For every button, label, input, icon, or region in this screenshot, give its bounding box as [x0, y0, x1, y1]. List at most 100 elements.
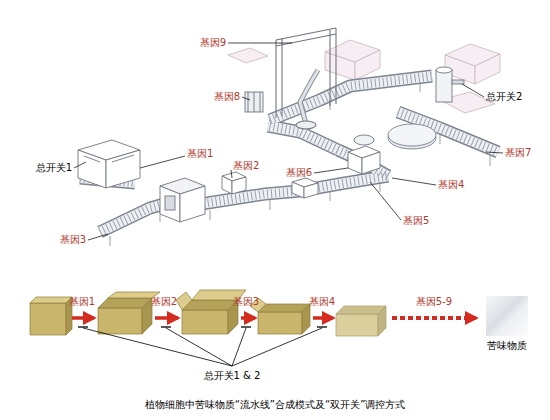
- gene-label: 基因4: [438, 179, 464, 191]
- leader-line: [370, 182, 401, 220]
- machine: [106, 150, 140, 188]
- cardboard-box: [182, 310, 228, 334]
- gene-label: 基因5-9: [416, 296, 452, 308]
- conveyor-belt: [268, 126, 338, 150]
- machine: [245, 92, 263, 112]
- conveyor-belt: [110, 236, 111, 246]
- conveyor-belt: [268, 126, 338, 150]
- leader-line: [486, 152, 503, 153]
- cardboard-box: [176, 292, 192, 310]
- robot-gantry: [329, 30, 330, 106]
- reaction-arrow: [241, 316, 255, 320]
- gene-label: 基因3: [233, 296, 259, 308]
- machine: [436, 67, 452, 73]
- inhibition-line: [232, 328, 322, 366]
- conveyor-belt: [268, 126, 338, 150]
- machine: [232, 177, 246, 194]
- turntable: [388, 124, 436, 149]
- leader-line: [228, 43, 292, 44]
- pallet-stack: [355, 50, 380, 80]
- turntable: [388, 124, 436, 146]
- cardboard-box: [336, 306, 386, 314]
- machine: [248, 92, 249, 112]
- gene-label: 基因1: [187, 148, 213, 160]
- inhibition-line: [241, 326, 251, 327]
- gene-label: 基因2: [233, 160, 259, 172]
- conveyor-belt: [490, 156, 491, 166]
- machine: [180, 186, 205, 222]
- gene-label: 基因6: [286, 167, 312, 179]
- leader-line: [140, 156, 185, 168]
- robot-gantry: [335, 28, 336, 104]
- machine: [292, 182, 304, 198]
- machine: [84, 156, 100, 162]
- pallet-stack: [475, 54, 500, 84]
- robot-gantry: [300, 70, 318, 124]
- cardboard-box: [142, 298, 152, 334]
- cardboard-box: [98, 308, 142, 334]
- reaction-arrow: [313, 316, 333, 320]
- machine: [78, 67, 464, 222]
- inhibition-line: [83, 328, 232, 366]
- cardboard-box: [336, 306, 386, 336]
- figure-caption: 植物细胞中苦味物质“流水线”合成模式及“双开关”调控方式: [145, 399, 406, 411]
- cardboard-box: [258, 304, 310, 312]
- conveyor-belt: [380, 182, 381, 192]
- inhibition-line: [232, 328, 246, 366]
- cardboard-box: [336, 314, 378, 336]
- conveyor-belt: [80, 76, 498, 246]
- cardboard-box: [30, 290, 386, 336]
- machine: [354, 135, 374, 145]
- conveyor-belt: [188, 176, 388, 206]
- gene-label: 基因3: [60, 234, 86, 246]
- cardboard-box: [378, 306, 386, 336]
- switch-label: 总开关2: [486, 91, 522, 103]
- machine: [254, 92, 255, 112]
- reaction-arrow: [72, 318, 476, 319]
- gene-label: 基因5: [403, 215, 429, 227]
- reaction-arrow: [392, 316, 476, 320]
- leader-line: [314, 168, 348, 173]
- leader-line: [462, 84, 484, 97]
- leader-line: [88, 234, 108, 240]
- machine: [452, 80, 464, 84]
- reaction-arrow: [72, 316, 94, 320]
- conveyor-belt: [330, 191, 331, 201]
- robot-gantry: [276, 28, 336, 40]
- gene-label: 基因4: [309, 296, 335, 308]
- robot-gantry: [281, 38, 282, 116]
- cardboard-box: [258, 312, 302, 334]
- leader-line: [74, 162, 86, 168]
- conveyor-belt: [188, 176, 388, 206]
- product-label: 苦味物质: [487, 340, 527, 352]
- inhibition-line: [317, 326, 327, 327]
- conveyor-belt: [270, 76, 432, 120]
- leader-line: [242, 97, 250, 100]
- pallet-stack: [228, 48, 268, 63]
- leader-line: [74, 43, 503, 240]
- machine: [112, 155, 134, 162]
- product-image: 苦味物质: [486, 296, 528, 336]
- inhibition-line: [161, 326, 171, 327]
- robot-gantry: [296, 121, 316, 129]
- switch-label: 总开关1: [36, 162, 72, 174]
- robot-gantry: [300, 70, 318, 124]
- machine: [436, 70, 452, 102]
- leader-line: [231, 170, 232, 178]
- conveyor-belt: [420, 82, 421, 92]
- conveyor-belt: [440, 134, 441, 144]
- machine: [260, 92, 261, 112]
- robot-gantry: [275, 40, 276, 118]
- conveyor-belt: [210, 210, 211, 220]
- machine: [165, 196, 175, 210]
- gene-label: 基因2: [151, 296, 177, 308]
- gene-label: 基因8: [214, 91, 240, 103]
- gene-label: 基因7: [505, 147, 531, 159]
- machine: [222, 176, 232, 194]
- gene-label: 基因9: [200, 37, 226, 49]
- conveyor-belt: [80, 76, 498, 232]
- gene-label: 基因1: [69, 296, 95, 308]
- switch-label: 总开关1 & 2: [204, 370, 261, 382]
